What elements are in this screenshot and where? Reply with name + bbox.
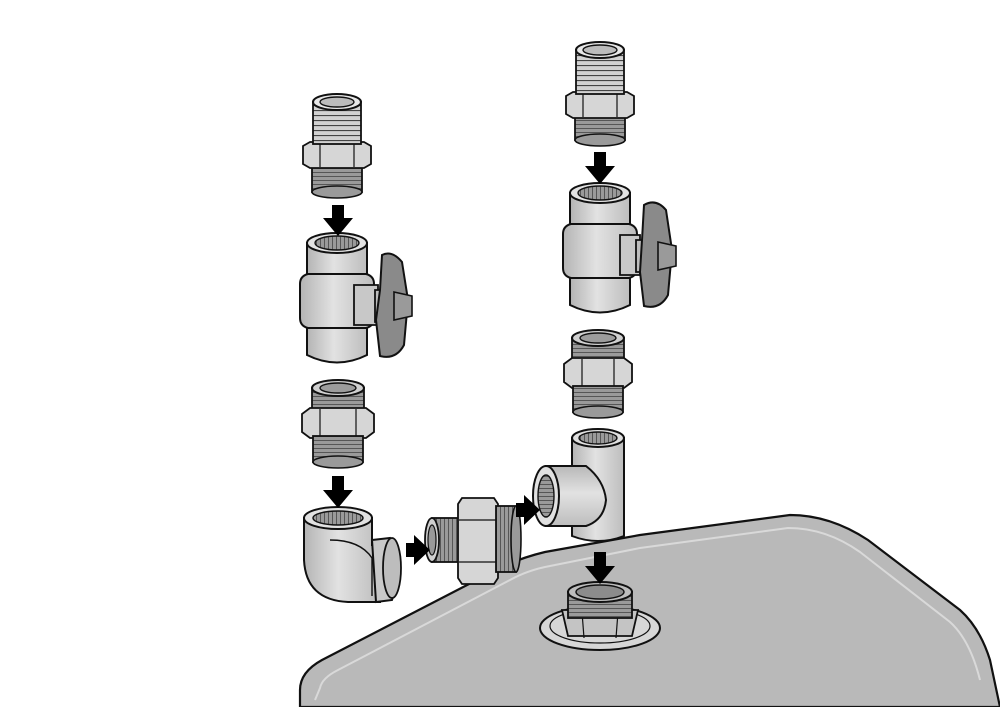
arrow-down-4 (585, 552, 615, 584)
tee-fitting (532, 428, 625, 542)
right-ball-valve (562, 182, 677, 314)
tank-bulkhead-fitting (539, 581, 661, 651)
left-hex-nipple (301, 379, 375, 469)
horizontal-hex-nipple (424, 497, 522, 585)
left-ball-valve (299, 232, 413, 364)
tank-top (298, 513, 1000, 707)
right-hose-barb-adapter (565, 41, 635, 147)
arrow-down-2 (323, 476, 353, 508)
arrow-right-2 (516, 495, 540, 525)
arrow-down-1 (323, 205, 353, 236)
arrow-right-1 (406, 535, 430, 565)
right-hex-nipple (563, 329, 633, 419)
left-hose-barb-adapter (302, 93, 372, 199)
elbow-fitting (303, 506, 402, 604)
arrow-down-3 (585, 152, 615, 184)
